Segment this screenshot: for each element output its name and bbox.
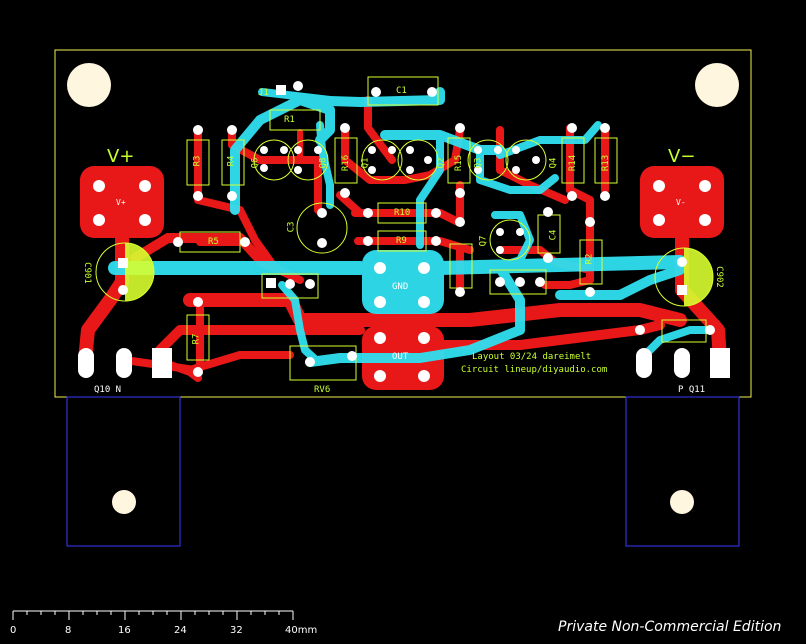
- heatsink-hole-left: [112, 490, 136, 514]
- label-v-plus: V+: [107, 146, 135, 167]
- ruler-tick-16: 16: [118, 625, 131, 636]
- label-q11: P Q11: [678, 385, 706, 395]
- label-q3: Q3: [473, 157, 484, 169]
- copper-top-layer: [108, 87, 714, 367]
- credit-line-2: Circuit lineup/diyaudio.com: [461, 365, 608, 375]
- label-c3: C3: [286, 221, 297, 233]
- label-v-minus: V−: [668, 146, 696, 167]
- pad-label-gnd: GND: [392, 282, 409, 292]
- label-rv6: RV6: [314, 385, 331, 395]
- credit-line-1: Layout 03/24 dareimelt: [472, 352, 592, 362]
- label-q8: Q8: [318, 157, 329, 169]
- label-r3: R3: [192, 155, 203, 167]
- ruler-tick-32: 32: [230, 625, 243, 636]
- label-c4: C4: [548, 229, 559, 241]
- label-r7: R7: [191, 333, 202, 345]
- pad-label-vminus: V-: [676, 198, 686, 207]
- pad-label-vplus: V+: [116, 198, 126, 207]
- label-r16: R16: [341, 154, 352, 172]
- pad-label-out: OUT: [392, 352, 409, 362]
- label-q10: Q10 N: [94, 385, 122, 395]
- pads: [78, 81, 730, 382]
- ruler-tick-24: 24: [174, 625, 187, 636]
- label-r2: R2: [584, 253, 595, 265]
- ruler-tick-40: 40mm: [285, 625, 318, 636]
- label-q7: Q7: [478, 235, 489, 247]
- mounting-hole-right: [695, 63, 739, 107]
- label-q4: Q4: [548, 157, 559, 169]
- label-r10: R10: [394, 208, 411, 218]
- heatsink-outline-right: [625, 396, 740, 547]
- label-c902: C902: [713, 266, 724, 288]
- mounting-hole-left: [67, 63, 111, 107]
- label-r9: R9: [396, 236, 407, 246]
- heatsink-hole-right: [670, 490, 694, 514]
- label-r14: R14: [568, 154, 579, 172]
- edition-watermark: Private Non-Commercial Edition: [558, 619, 782, 635]
- scale-ruler: [12, 610, 294, 620]
- label-j1: J1: [258, 88, 269, 98]
- label-r4: R4: [226, 155, 237, 167]
- heatsink-outline-left: [66, 396, 181, 547]
- label-c901: C901: [81, 262, 92, 284]
- label-q2: Q2: [436, 157, 447, 169]
- label-q6: Q6: [250, 157, 261, 169]
- ruler-tick-8: 8: [65, 625, 72, 636]
- label-r1: R1: [284, 115, 295, 125]
- label-r5: R5: [208, 237, 219, 247]
- label-r15: R15: [454, 154, 465, 172]
- board-outline: [54, 49, 752, 398]
- label-r13: R13: [601, 154, 612, 172]
- silkscreen-layer: [179, 76, 707, 381]
- label-q1: Q1: [360, 157, 371, 169]
- ruler-tick-0: 0: [10, 625, 17, 636]
- label-c1: C1: [396, 86, 407, 96]
